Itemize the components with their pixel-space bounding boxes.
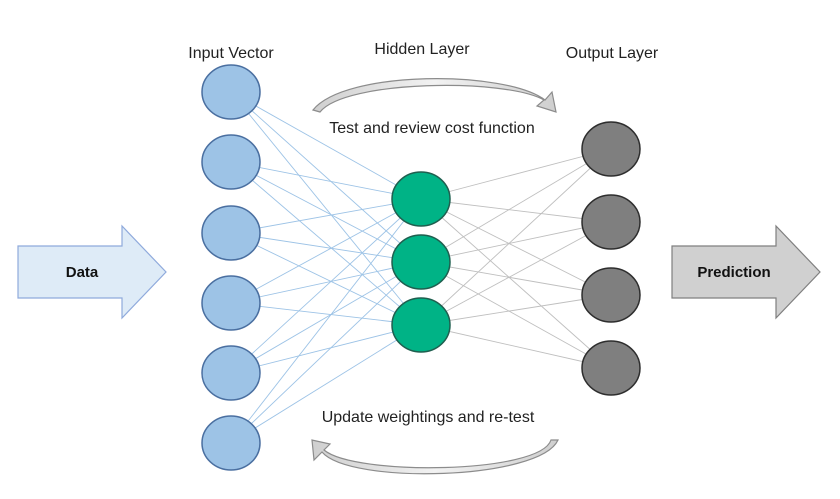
edge-input-hidden [230, 91, 422, 326]
edge-hidden-output [420, 148, 612, 200]
edge-input-hidden [230, 198, 422, 374]
edge-hidden-output [420, 261, 612, 369]
edge-input-hidden [230, 324, 422, 444]
input-node [201, 345, 261, 401]
top-loop-arrow [311, 78, 557, 113]
edge-hidden-output [420, 198, 612, 296]
input-node [201, 205, 261, 261]
hidden-node [391, 297, 451, 353]
edge-input-hidden [230, 161, 422, 326]
edge-input-hidden [230, 91, 422, 200]
output-node [581, 267, 641, 323]
output-node [581, 194, 641, 250]
edge-input-hidden [230, 324, 422, 374]
prediction-arrow-shape [671, 224, 821, 320]
input-node [201, 134, 261, 190]
edge-hidden-output [420, 198, 612, 369]
input-node [201, 415, 261, 471]
output-node [581, 121, 641, 177]
data-arrow-label: Data [66, 264, 99, 281]
edge-hidden-output [420, 294, 612, 326]
edge-hidden-output [420, 198, 612, 223]
input-vector-label: Input Vector [188, 45, 274, 62]
hidden-layer-label: Hidden Layer [374, 41, 470, 58]
edge-input-hidden [230, 261, 422, 374]
input-node [201, 64, 261, 120]
edge-hidden-output [420, 148, 612, 263]
connection-edges [230, 91, 612, 444]
hidden-node [391, 171, 451, 227]
edge-hidden-output [420, 221, 612, 326]
prediction-arrow-label: Prediction [697, 264, 770, 281]
data-arrow-shape [17, 224, 167, 320]
edge-input-hidden [230, 91, 422, 263]
top-loop-label: Test and review cost function [329, 120, 534, 137]
edge-input-hidden [230, 302, 422, 326]
edge-input-hidden [230, 161, 422, 200]
edge-input-hidden [230, 261, 422, 444]
output-layer-label: Output Layer [566, 45, 659, 62]
edge-hidden-output [420, 324, 612, 369]
edge-input-hidden [230, 198, 422, 444]
edge-hidden-output [420, 221, 612, 263]
edge-hidden-output [420, 148, 612, 326]
hidden-node [391, 234, 451, 290]
edge-input-hidden [230, 232, 422, 326]
input-node [201, 275, 261, 331]
edge-input-hidden [230, 261, 422, 304]
bottom-loop-arrow [311, 439, 559, 475]
bottom-loop-label: Update weightings and re-test [322, 409, 535, 426]
edge-input-hidden [230, 198, 422, 304]
edge-input-hidden [230, 161, 422, 263]
network-nodes [201, 64, 641, 471]
output-node [581, 340, 641, 396]
edge-input-hidden [230, 232, 422, 263]
edge-input-hidden [230, 198, 422, 234]
edge-hidden-output [420, 261, 612, 296]
